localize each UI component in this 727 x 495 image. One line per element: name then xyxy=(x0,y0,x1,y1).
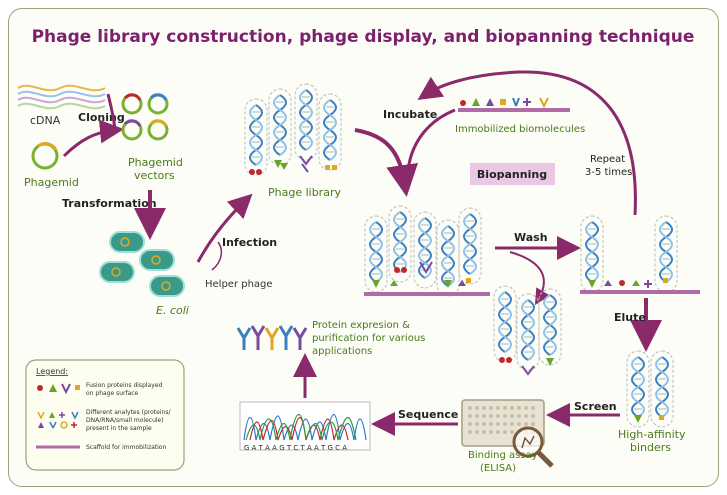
sequence-label: Sequence xyxy=(398,408,458,421)
infection-label: Infection xyxy=(222,236,277,249)
cloning-arrow xyxy=(62,119,124,158)
incubate-arrow xyxy=(354,128,419,197)
magnifier-icon xyxy=(512,426,554,468)
biopanning-box xyxy=(470,163,555,185)
incubate-label: Incubate xyxy=(383,108,437,121)
repeat-label-1: Repeat xyxy=(590,154,625,165)
ecoli-cells xyxy=(99,231,185,297)
binding-assay-label-2: (ELISA) xyxy=(480,463,516,474)
cdna-strands xyxy=(17,84,106,110)
cloning-label: Cloning xyxy=(78,111,125,124)
helper-phage-label: Helper phage xyxy=(205,279,273,290)
bound-phages xyxy=(580,215,700,294)
transformation-label: Transformation xyxy=(62,197,157,210)
dna-sequence-text: G A T A A G T C T A A T G C A xyxy=(244,444,347,452)
legend-item1-line1: Fusion proteins displayed xyxy=(86,382,162,389)
protein-label-2: purification for various xyxy=(312,333,425,344)
legend: Legend: Fusion proteins displayed on pha… xyxy=(25,359,185,471)
elute-label: Elute xyxy=(614,311,646,324)
protein-label-3: applications xyxy=(312,346,372,357)
high-affinity-label-2: binders xyxy=(630,441,671,454)
immobilized-biomolecules xyxy=(458,97,570,112)
page-title: Phage library construction, phage displa… xyxy=(32,27,695,47)
high-affinity-label-1: High-affinity xyxy=(618,428,686,441)
washed-phages xyxy=(493,285,562,376)
phage-library xyxy=(244,83,342,176)
immobilized-label: Immobilized biomolecules xyxy=(455,124,585,135)
legend-item3: Scaffold for immobilization xyxy=(86,444,166,451)
binding-assay-label-1: Binding assay xyxy=(468,450,538,461)
chromatogram xyxy=(239,401,371,451)
screen-label: Screen xyxy=(574,400,617,413)
phagemid-vectors-label-2: vectors xyxy=(134,169,175,182)
repeat-label-2: 3-5 times xyxy=(585,167,632,178)
protein-label-1: Protein expresion & xyxy=(312,320,410,331)
legend-item2-line3: present in the sample xyxy=(86,425,152,432)
legend-heading: Legend: xyxy=(36,367,68,376)
ecoli-label: E. coli xyxy=(156,304,189,317)
phagemid-vectors xyxy=(121,93,169,141)
biopanning-label: Biopanning xyxy=(477,168,547,181)
analyte-icons xyxy=(37,411,79,429)
legend-item2-line2: DNA/RNA/small molecule) xyxy=(86,417,164,424)
legend-item2-line1: Different analytes (proteins/ xyxy=(86,409,171,416)
high-affinity-binders xyxy=(626,350,674,428)
phage-library-label: Phage library xyxy=(268,186,341,199)
legend-item1-line2: on phage surface xyxy=(86,390,139,397)
antibody-icons xyxy=(236,325,308,350)
fusion-protein-icons xyxy=(37,383,80,395)
phagemid-label: Phagemid xyxy=(24,176,79,189)
infection-arrow xyxy=(196,193,253,263)
repeat-arrow xyxy=(417,70,637,216)
cdna-label: cDNA xyxy=(30,114,61,127)
wash-label: Wash xyxy=(514,231,548,244)
incubated-phages xyxy=(364,205,490,297)
phagemid-vectors-label-1: Phagemid xyxy=(128,156,183,169)
